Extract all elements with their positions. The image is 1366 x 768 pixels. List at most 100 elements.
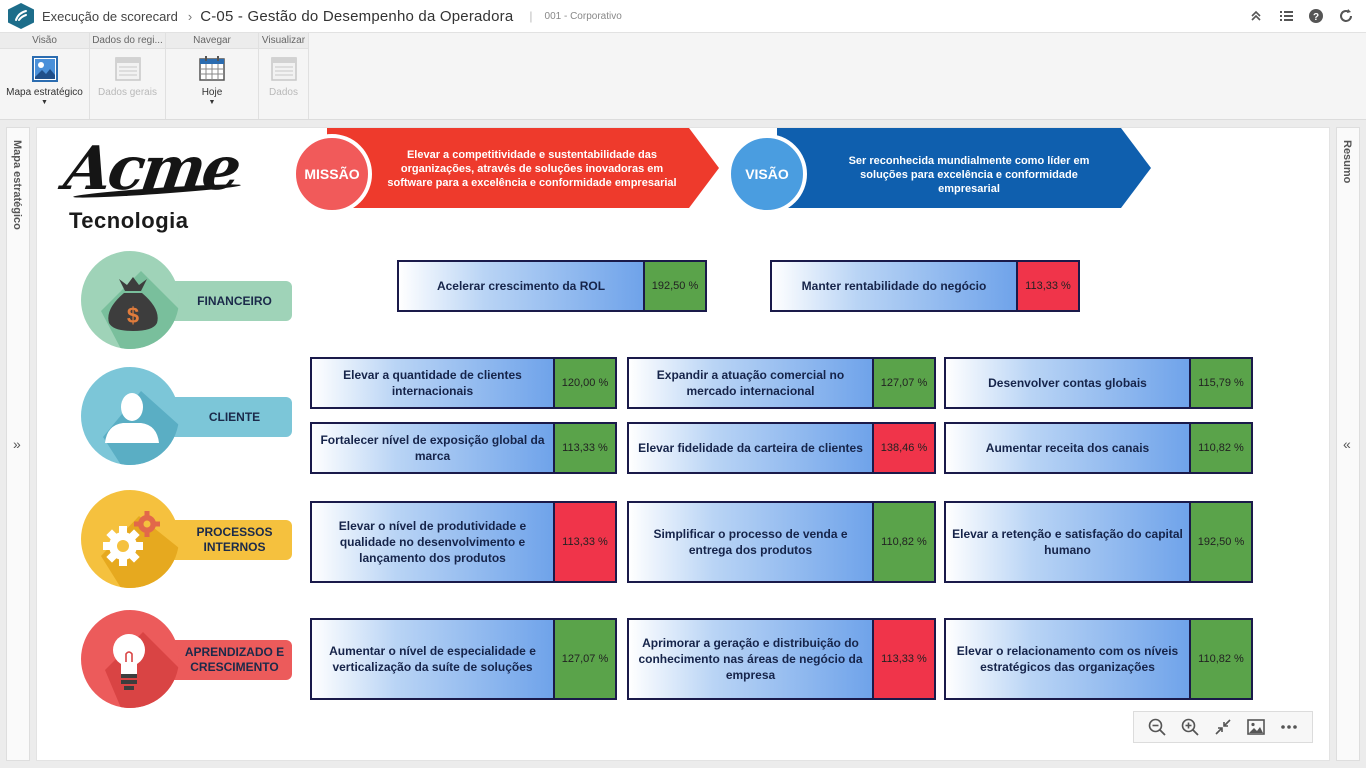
mission-circle: MISSÃO	[292, 134, 372, 214]
perspective-circle: $	[81, 251, 179, 349]
svg-text:$: $	[127, 303, 139, 328]
objective-value: 113,33 %	[553, 503, 615, 581]
objective-card[interactable]: Manter rentabilidade do negócio 113,33 %	[770, 260, 1080, 312]
expand-left-icon[interactable]: «	[1343, 436, 1351, 452]
data-grid-icon	[270, 57, 297, 81]
objective-card[interactable]: Aumentar o nível de especialidade e vert…	[310, 618, 617, 700]
zoom-in-icon[interactable]	[1180, 717, 1200, 737]
ribbon-group-head: Visão	[0, 33, 89, 49]
money-bag-icon: $	[101, 271, 179, 349]
app-logo-icon[interactable]	[8, 3, 34, 29]
objective-name: Elevar fidelidade da carteira de cliente…	[629, 424, 872, 472]
strategic-map-side-panel[interactable]: Mapa estratégico »	[6, 127, 30, 761]
strategic-map-button[interactable]: Mapa estratégico ▼	[0, 49, 89, 106]
objective-card[interactable]: Elevar o relacionamento com os níveis es…	[944, 618, 1253, 700]
summary-side-panel[interactable]: Resumo «	[1336, 127, 1360, 761]
objective-value: 113,33 %	[553, 424, 615, 472]
objective-value: 127,07 %	[553, 620, 615, 698]
expand-right-icon[interactable]: »	[13, 436, 21, 452]
title-divider: |	[529, 9, 533, 23]
strategic-map-canvas: Acme Tecnologia MISSÃO Elevar a competit…	[36, 127, 1330, 761]
objective-name: Elevar o relacionamento com os níveis es…	[946, 620, 1189, 698]
vision-label: VISÃO	[745, 166, 789, 182]
general-data-icon	[114, 57, 141, 81]
objective-name: Aumentar o nível de especialidade e vert…	[312, 620, 553, 698]
mission-text: Elevar a competitividade e sustentabilid…	[387, 149, 677, 189]
perspective-circle	[81, 367, 179, 465]
today-label: Hoje	[201, 87, 223, 98]
ribbon-group-head: Navegar	[166, 33, 258, 49]
side-panel-label: Resumo	[1341, 140, 1353, 184]
objective-card[interactable]: Acelerar crescimento da ROL 192,50 %	[397, 260, 707, 312]
perspective-cliente: CLIENTE	[81, 367, 295, 467]
ribbon-toolbar: Visão Mapa estratégico ▼ Dados do regi..…	[0, 33, 1366, 120]
today-button[interactable]: Hoje ▼	[166, 49, 258, 106]
objective-card[interactable]: Fortalecer nível de exposição global da …	[310, 422, 617, 474]
objective-value: 110,82 %	[872, 503, 934, 581]
objective-card[interactable]: Simplificar o processo de venda e entreg…	[627, 501, 936, 583]
page-subtitle: 001 - Corporativo	[544, 10, 622, 22]
vision-arrow	[777, 128, 1151, 208]
data-button[interactable]: Dados	[259, 49, 308, 98]
objective-card[interactable]: Desenvolver contas globais 115,79 %	[944, 357, 1253, 409]
refresh-icon[interactable]	[1338, 8, 1354, 24]
objective-value: 110,82 %	[1189, 620, 1251, 698]
objective-value: 113,33 %	[1016, 262, 1078, 310]
dropdown-caret-icon[interactable]: ▼	[208, 99, 216, 106]
objective-name: Fortalecer nível de exposição global da …	[312, 424, 553, 472]
objective-name: Manter rentabilidade do negócio	[772, 262, 1016, 310]
objective-name: Elevar a retenção e satisfação do capita…	[946, 503, 1189, 581]
chevron-right-icon: ›	[187, 8, 193, 24]
objective-name: Expandir a atuação comercial no mercado …	[629, 359, 872, 407]
strategic-map-icon	[31, 56, 58, 82]
breadcrumb[interactable]: Execução de scorecard	[42, 8, 178, 24]
page-title: C-05 - Gestão do Desempenho da Operadora	[200, 7, 514, 25]
objective-card[interactable]: Elevar a quantidade de clientes internac…	[310, 357, 617, 409]
collapse-up-icon[interactable]	[1248, 8, 1264, 24]
ribbon-group-visualizar: Visualizar Dados	[259, 33, 309, 119]
objective-card[interactable]: Elevar a retenção e satisfação do capita…	[944, 501, 1253, 583]
vision-circle: VISÃO	[727, 134, 807, 214]
objective-card[interactable]: Expandir a atuação comercial no mercado …	[627, 357, 936, 409]
perspective-financeiro: FINANCEIRO $	[81, 251, 295, 351]
ribbon-group-navegar: Navegar Hoje ▼	[166, 33, 259, 119]
more-options-icon[interactable]	[1279, 717, 1299, 737]
objective-name: Aprimorar a geração e distribuição do co…	[629, 620, 872, 698]
help-icon[interactable]: ?	[1308, 8, 1324, 24]
general-data-button[interactable]: Dados gerais	[90, 49, 165, 98]
fit-to-screen-icon[interactable]	[1213, 717, 1233, 737]
objective-value: 192,50 %	[1189, 503, 1251, 581]
objective-name: Simplificar o processo de venda e entreg…	[629, 503, 872, 581]
side-panel-label: Mapa estratégico	[11, 140, 23, 230]
calendar-icon	[199, 56, 225, 81]
perspective-processos-internos: PROCESSOS INTERNOS	[81, 490, 295, 590]
objective-name: Elevar a quantidade de clientes internac…	[312, 359, 553, 407]
mission-label: MISSÃO	[304, 166, 360, 182]
light-bulb-icon	[105, 632, 179, 708]
svg-text:?: ?	[1313, 12, 1319, 23]
export-image-icon[interactable]	[1246, 717, 1266, 737]
ribbon-group-head: Dados do regi...	[90, 33, 165, 49]
perspective-circle	[81, 610, 179, 708]
zoom-out-icon[interactable]	[1147, 717, 1167, 737]
dropdown-caret-icon[interactable]: ▼	[41, 99, 48, 106]
company-logo: Acme Tecnologia	[60, 134, 245, 234]
objective-card[interactable]: Elevar o nível de produtividade e qualid…	[310, 501, 617, 583]
objective-value: 115,79 %	[1189, 359, 1251, 407]
objective-card[interactable]: Aumentar receita dos canais 110,82 %	[944, 422, 1253, 474]
objective-value: 192,50 %	[643, 262, 705, 310]
objective-name: Acelerar crescimento da ROL	[399, 262, 643, 310]
vision-text: Ser reconhecida mundialmente como líder …	[848, 155, 1090, 195]
logo-subtitle: Tecnologia	[69, 208, 189, 233]
objective-value: 113,33 %	[872, 620, 934, 698]
objective-value: 138,46 %	[872, 424, 934, 472]
ribbon-group-dados-registro: Dados do regi... Dados gerais	[90, 33, 166, 119]
person-icon	[103, 391, 179, 465]
data-label: Dados	[269, 87, 298, 98]
ribbon-group-visao: Visão Mapa estratégico ▼	[0, 33, 90, 119]
objective-card[interactable]: Elevar fidelidade da carteira de cliente…	[627, 422, 936, 474]
title-bar: Execução de scorecard › C-05 - Gestão do…	[0, 0, 1366, 33]
objective-card[interactable]: Aprimorar a geração e distribuição do co…	[627, 618, 936, 700]
gears-icon	[101, 511, 179, 588]
list-icon[interactable]	[1278, 8, 1294, 24]
